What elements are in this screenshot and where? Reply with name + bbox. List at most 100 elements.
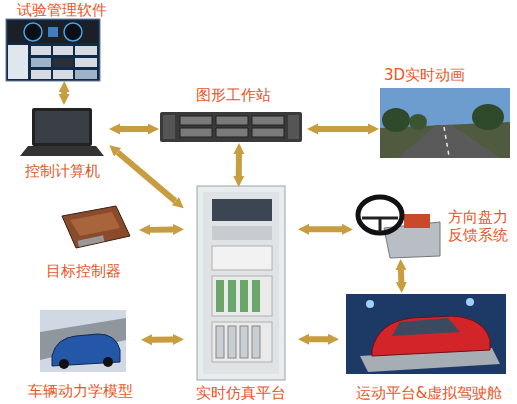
- data-flow-arrow: [318, 126, 368, 132]
- grid-cell: [75, 58, 97, 67]
- road: [398, 125, 500, 158]
- component-node: 3D实时动画: [378, 66, 516, 160]
- component-label: 3D实时动画: [378, 66, 516, 84]
- steering-wheel: [358, 197, 402, 233]
- cockpit-car: [372, 316, 490, 356]
- data-flow-arrow: [309, 336, 328, 342]
- server: [160, 112, 302, 142]
- car-wheel: [103, 357, 113, 367]
- io-module: [240, 326, 248, 358]
- laptop: [20, 108, 104, 156]
- io-module: [252, 326, 260, 358]
- io-module: [216, 326, 224, 358]
- grid-cell: [75, 70, 97, 79]
- data-flow-arrow: [152, 336, 173, 342]
- lane-line: [444, 127, 449, 156]
- motor-unit: [404, 214, 430, 228]
- rack-cabinet: [197, 186, 285, 380]
- drive-bay: [252, 116, 284, 125]
- sky: [380, 88, 510, 158]
- rack-panel: [212, 226, 272, 240]
- ecu-top: [70, 212, 120, 236]
- io-module: [252, 280, 260, 312]
- light: [466, 298, 474, 306]
- component-node: 试验管理软件: [4, 1, 120, 82]
- laptop-screen: [35, 111, 89, 143]
- component-label: 车辆动力学模型: [18, 382, 142, 400]
- tree: [382, 108, 410, 132]
- data-flow-arrow: [120, 126, 148, 132]
- rack-panel: [212, 322, 272, 362]
- screen-frame: [6, 19, 100, 81]
- server-chassis: [160, 112, 302, 142]
- component-label: 目标控制器: [26, 262, 140, 280]
- drive-bay: [216, 116, 248, 125]
- tree: [409, 114, 427, 130]
- rack-front: [203, 192, 279, 374]
- ecu: [62, 206, 130, 248]
- server-handle: [288, 115, 299, 139]
- io-module: [216, 280, 224, 312]
- grid-cell: [75, 46, 97, 55]
- component-node: 车辆动力学模型: [18, 306, 142, 400]
- model-background: [40, 310, 126, 372]
- server-handle: [163, 115, 175, 139]
- grid-cell: [31, 58, 51, 67]
- drive-bay: [180, 116, 212, 125]
- data-flow-arrow: [61, 92, 67, 94]
- component-node: 控制计算机: [14, 104, 110, 180]
- dash-panel: [8, 21, 98, 43]
- component-label: 试验管理软件: [4, 1, 120, 19]
- sim-rack: [197, 186, 285, 380]
- grid-cell: [31, 46, 51, 55]
- io-module: [228, 280, 236, 312]
- car-wheel: [59, 359, 69, 369]
- rack-panel: [212, 276, 272, 316]
- data-flow-arrow: [118, 152, 176, 201]
- car-window: [392, 318, 460, 336]
- light: [366, 300, 374, 308]
- grid-cell: [53, 70, 73, 79]
- wheel-spoke: [379, 218, 382, 232]
- component-label: 图形工作站: [158, 86, 308, 104]
- list-panel: [8, 45, 28, 79]
- software-screenshot: [6, 19, 100, 81]
- gauge: [64, 23, 82, 41]
- grid-cell: [31, 70, 51, 79]
- data-flow-arrow: [398, 270, 404, 282]
- vehicle-model: [40, 310, 126, 372]
- steering-rig: [358, 197, 440, 258]
- io-module: [240, 280, 248, 312]
- platform-background: [346, 294, 506, 374]
- component-label: 实时仿真平台: [183, 384, 299, 402]
- motion-platform: [346, 294, 506, 374]
- laptop-lid: [32, 108, 92, 146]
- grid-cell: [53, 46, 73, 55]
- drive-bay: [180, 128, 212, 137]
- component-label: 运动平台&虚拟驾驶舱: [338, 384, 517, 402]
- ecu-housing: [62, 206, 130, 248]
- drive-bay: [216, 128, 248, 137]
- drive-bay: [252, 128, 284, 137]
- grid-cell: [53, 58, 73, 67]
- road-scene: [380, 88, 510, 158]
- component-node: 实时仿真平台: [183, 186, 299, 402]
- tree: [472, 104, 504, 130]
- component-node: 图形工作站: [158, 86, 308, 144]
- component-label: 控制计算机: [14, 162, 110, 180]
- data-flow-arrow: [150, 226, 173, 232]
- component-node: 目标控制器: [26, 202, 140, 280]
- rack-panel: [212, 246, 272, 270]
- data-flow-arrow: [236, 154, 242, 176]
- component-node: 方向盘力 反馈系统: [352, 192, 514, 260]
- gauge: [24, 23, 42, 41]
- rack-display: [212, 199, 272, 221]
- component-node: 运动平台&虚拟驾驶舱: [338, 292, 517, 402]
- ecu-connector: [78, 235, 105, 246]
- component-label: 方向盘力 反馈系统: [442, 208, 514, 244]
- laptop-base: [20, 146, 104, 156]
